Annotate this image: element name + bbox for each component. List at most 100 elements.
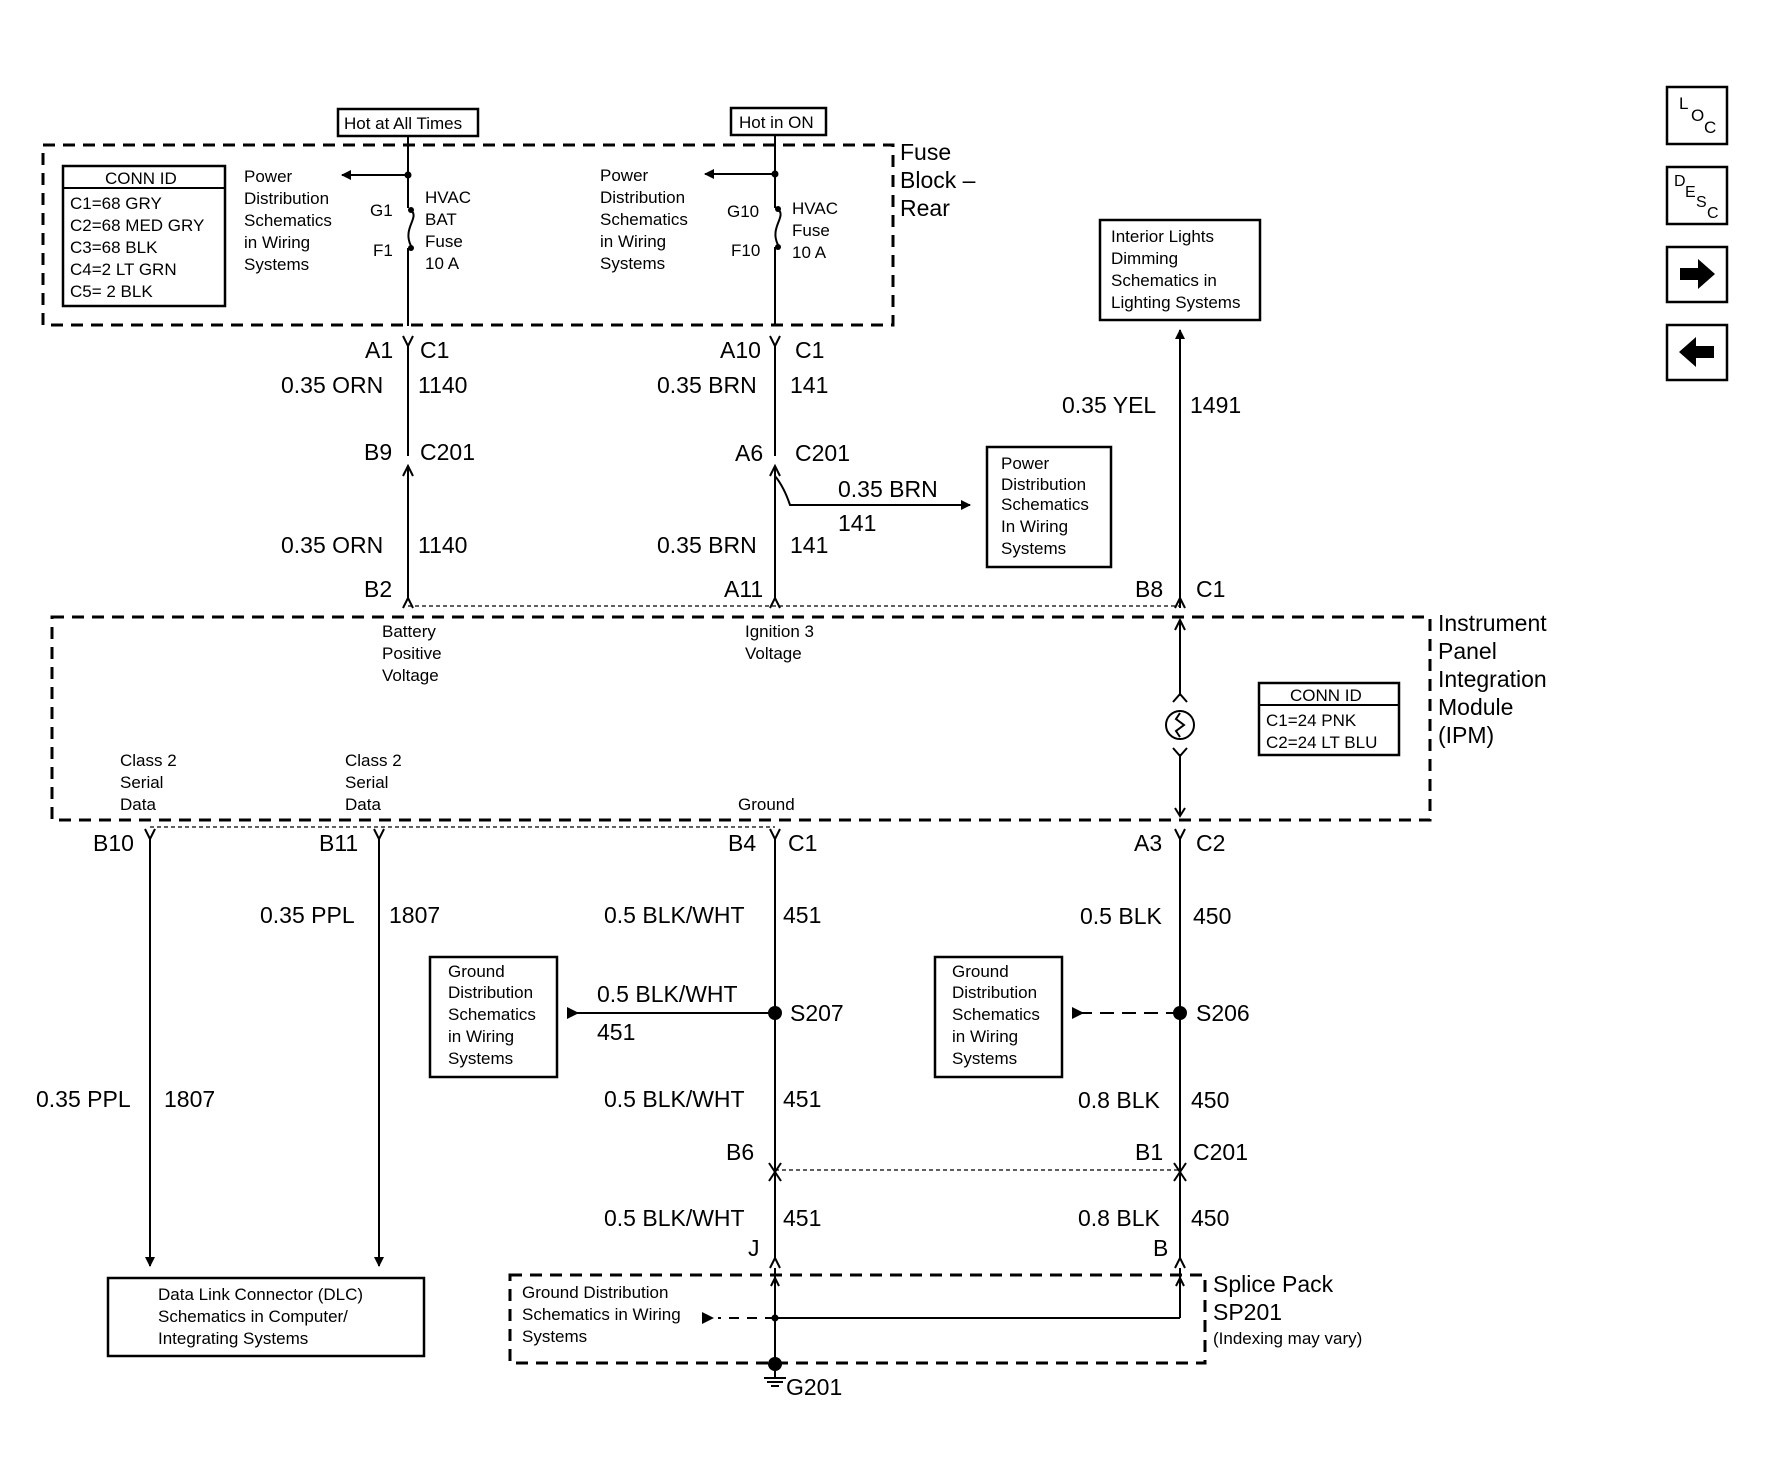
pd-ref-2-line: Power: [600, 166, 649, 185]
desc-letter-s: S: [1696, 194, 1707, 211]
wire-450-number: 450: [1193, 903, 1231, 929]
conn-id-header: CONN ID: [1290, 686, 1362, 705]
internal-arrow: [1174, 617, 1186, 631]
connector-ipm-c1-symbol: [402, 595, 414, 609]
wire-450-label: 0.8 BLK: [1078, 1205, 1160, 1231]
battery-voltage-label: Positive: [382, 644, 442, 663]
fuse-1-top-pin: G1: [370, 201, 393, 220]
wire-451-branch-number: 451: [597, 1019, 635, 1045]
ipm-outline: [50, 615, 1432, 822]
splice-dot: [771, 1314, 779, 1322]
wire-451-label: 0.5 BLK/WHT: [604, 1205, 745, 1231]
conn-id-row: C3=68 BLK: [70, 238, 158, 257]
wire-1140-lower-number: 1140: [418, 532, 467, 558]
next-page-button[interactable]: [1665, 245, 1729, 304]
loc-button[interactable]: L O C: [1665, 85, 1729, 146]
fuse-1-bottom-terminal: [408, 245, 414, 251]
wire-1140-upper-number: 1140: [418, 372, 467, 398]
hot-at-all-times-label: Hot at All Times: [344, 114, 462, 133]
wire-141-upper-label: 0.35 BRN: [657, 372, 757, 398]
pd-ref-2-line: Distribution: [600, 188, 685, 207]
connector-c1: C1: [1196, 576, 1225, 602]
class2-label-a: Class 2: [120, 751, 177, 770]
wire-450-number: 450: [1191, 1087, 1229, 1113]
loc-letter-o: O: [1691, 106, 1704, 125]
ignition-voltage-label: Voltage: [745, 644, 802, 663]
pd-ref-2-line: Systems: [600, 254, 665, 273]
class2-label-b: Class 2: [345, 751, 402, 770]
wire-141-lower-label: 0.35 BRN: [657, 532, 757, 558]
wire-1140-upper-label: 0.35 ORN: [281, 372, 383, 398]
pin-a10: A10: [720, 337, 761, 363]
pd-ref-1-line: in Wiring: [244, 233, 310, 252]
connector-c1-symbol: [769, 335, 781, 349]
connector-c1: C1: [788, 830, 817, 856]
class2-label-b: Serial: [345, 773, 388, 792]
pin-b8: B8: [1135, 576, 1163, 602]
battery-voltage-label: Voltage: [382, 666, 439, 685]
arrow-right-icon: [1680, 259, 1715, 289]
ipm-title: (IPM): [1438, 722, 1494, 748]
hot-in-on-label: Hot in ON: [739, 113, 814, 132]
dlc-ref-line: Schematics in Computer/: [158, 1307, 348, 1326]
wire-451-number: 451: [783, 1205, 821, 1231]
internal-arrow: [1172, 692, 1188, 703]
ground-g201-dot: [768, 1357, 782, 1371]
ground-distribution-reference-box-2: Ground Distribution Schematics in Wiring…: [933, 955, 1064, 1079]
desc-button[interactable]: D E S C: [1665, 165, 1729, 226]
pd-ref-2-line: in Wiring: [600, 232, 666, 251]
wire-141-lower-number: 141: [790, 532, 828, 558]
ground-label: Ground: [738, 795, 795, 814]
pin-b2: B2: [364, 576, 392, 602]
wire-1491-label: 0.35 YEL: [1062, 392, 1156, 418]
desc-letter-c: C: [1707, 205, 1719, 222]
pin-a6: A6: [735, 440, 763, 466]
wire-1140-lower-label: 0.35 ORN: [281, 532, 383, 558]
connector-c1-symbol: [769, 828, 781, 842]
pd-ref-2-line: Schematics: [600, 210, 688, 229]
pin-b6: B6: [726, 1139, 754, 1165]
pin-a11: A11: [724, 576, 763, 602]
desc-letter-d: D: [1674, 173, 1686, 190]
power-distribution-reference-box: Power Distribution Schematics In Wiring …: [985, 445, 1113, 569]
dlc-reference-box: Data Link Connector (DLC) Schematics in …: [106, 1276, 426, 1358]
pd-ref-1-line: Schematics: [244, 211, 332, 230]
fuse-2-top-pin: G10: [727, 202, 759, 221]
conn-id-row: C2=68 MED GRY: [70, 216, 204, 235]
ipm-title: Integration: [1438, 666, 1547, 692]
connector-c201: C201: [1193, 1139, 1248, 1165]
pd-ref-1-line: Systems: [244, 255, 309, 274]
prev-page-button[interactable]: [1665, 323, 1729, 382]
fuse-block-title-2: Block –: [900, 167, 976, 193]
fuse-2-bottom-pin: F10: [731, 241, 760, 260]
ground-ref-1-line: Distribution: [448, 983, 533, 1002]
ground-ref-2-line: Systems: [952, 1049, 1017, 1068]
fuse-2-label: 10 A: [792, 243, 827, 262]
splice-s207-label: S207: [790, 1000, 844, 1026]
pin-a3: A3: [1134, 830, 1162, 856]
interior-lights-ref-line: Dimming: [1111, 249, 1178, 268]
wire-451-label: 0.5 BLK/WHT: [604, 1086, 745, 1112]
interior-lights-ref-line: Interior Lights: [1111, 227, 1214, 246]
wire-141-upper-number: 141: [790, 372, 828, 398]
conn-id-row: C2=24 LT BLU: [1266, 733, 1377, 752]
interior-lights-ref-line: Lighting Systems: [1111, 293, 1240, 312]
fuse-1-label: BAT: [425, 210, 457, 229]
fuse-block-outline: [41, 143, 895, 327]
pd-ref-1-line: Distribution: [244, 189, 329, 208]
connector-symbol: [144, 828, 156, 842]
ignition-voltage-label: Ignition 3: [745, 622, 814, 641]
wire-451-number: 451: [783, 1086, 821, 1112]
conn-id-row: C5= 2 BLK: [70, 282, 153, 301]
ipm-title: Instrument: [1438, 610, 1547, 636]
wire-141-branch-number: 141: [838, 510, 876, 536]
ground-distribution-reference-box-1: Ground Distribution Schematics in Wiring…: [428, 955, 559, 1079]
fuse-block-title-1: Fuse: [900, 139, 951, 165]
internal-arrow: [770, 1275, 780, 1287]
fuse-block-title-3: Rear: [900, 195, 950, 221]
fuse-1-symbol: [407, 209, 415, 247]
loc-letter-l: L: [1679, 94, 1688, 113]
conn-id-row: C1=68 GRY: [70, 194, 162, 213]
interior-lights-ref-line: Schematics in: [1111, 271, 1217, 290]
pin-b1: B1: [1135, 1139, 1163, 1165]
